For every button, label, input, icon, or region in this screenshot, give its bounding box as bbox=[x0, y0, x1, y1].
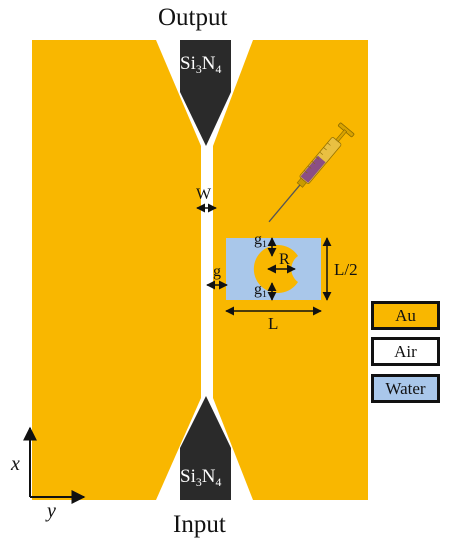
syringe-icon bbox=[268, 122, 355, 223]
waveguide-top-n: N bbox=[201, 53, 216, 74]
g1-bottom-label: g1 bbox=[254, 281, 267, 300]
waveguide-bottom-sub1: 3 bbox=[195, 475, 202, 489]
waveguide-bottom-label: Si3N4 bbox=[180, 466, 221, 490]
g1-bottom-sub: 1 bbox=[262, 288, 267, 300]
g1-top-base: g bbox=[254, 231, 262, 248]
waveguide-top bbox=[180, 40, 231, 146]
half-length-label: L/2 bbox=[334, 260, 358, 279]
legend-water-label: Water bbox=[385, 378, 426, 398]
waveguide-bottom-n: N bbox=[201, 466, 216, 487]
waveguide-bottom-si: Si bbox=[180, 466, 196, 487]
legend-au: Au bbox=[371, 301, 440, 330]
legend-au-label: Au bbox=[395, 305, 416, 325]
waveguide-top-sub2: 4 bbox=[215, 62, 222, 76]
g1-top-label: g1 bbox=[254, 231, 267, 250]
axis-x-label: x bbox=[11, 453, 20, 475]
gap-g-label: g bbox=[213, 263, 221, 280]
output-label: Output bbox=[158, 4, 228, 31]
length-label: L bbox=[268, 314, 279, 333]
gold-block-left bbox=[32, 40, 201, 500]
legend-air-label: Air bbox=[394, 341, 417, 361]
waveguide-bottom-sub2: 4 bbox=[215, 475, 222, 489]
gap-width-label: W bbox=[196, 186, 212, 203]
waveguide-top-label: Si3N4 bbox=[180, 53, 221, 77]
legend-water: Water bbox=[371, 374, 440, 403]
legend-air: Air bbox=[371, 337, 440, 366]
waveguide-bottom bbox=[180, 396, 231, 500]
axis-y-label: y bbox=[47, 500, 56, 522]
g1-top-sub: 1 bbox=[262, 238, 267, 250]
g1-bottom-base: g bbox=[254, 281, 262, 298]
waveguide-top-si: Si bbox=[180, 53, 196, 74]
waveguide-top-sub1: 3 bbox=[195, 62, 202, 76]
radius-label: R bbox=[279, 251, 290, 268]
input-label: Input bbox=[173, 511, 226, 538]
